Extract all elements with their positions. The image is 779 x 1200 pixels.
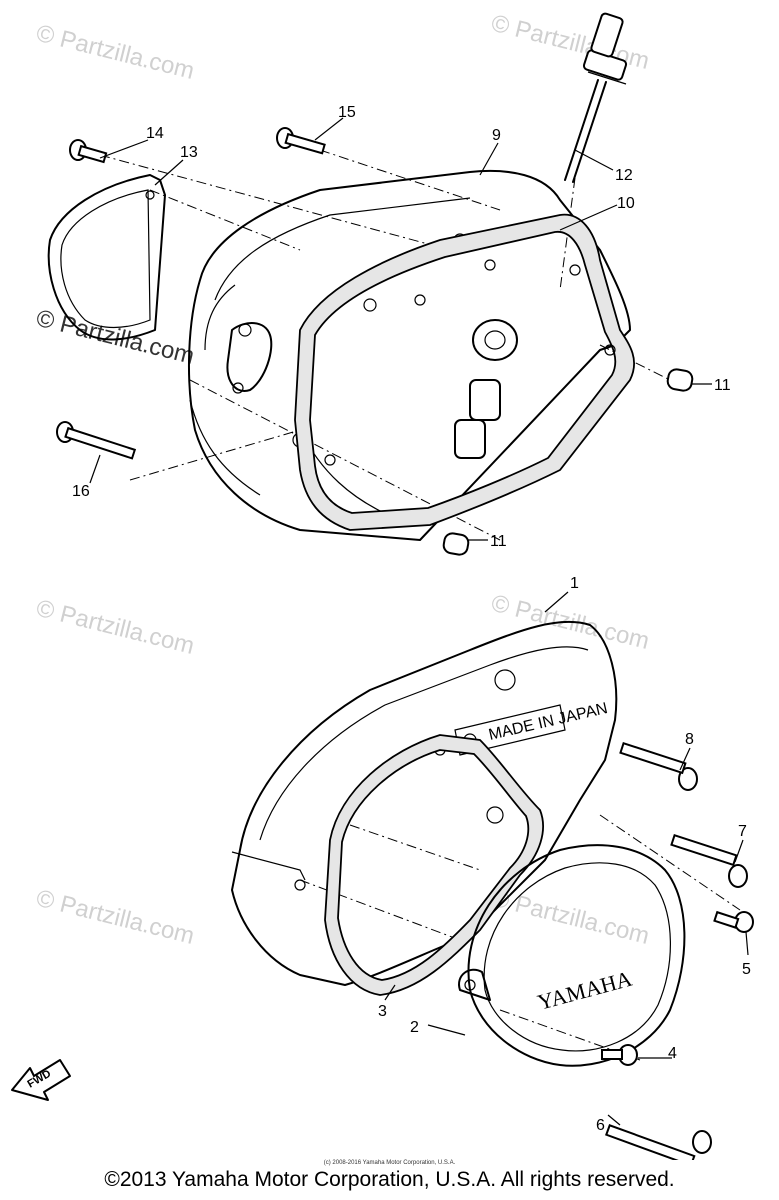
callout-8: 8 [685,731,694,748]
callout-6: 6 [596,1117,605,1134]
screw-15 [276,127,326,155]
gasket-10 [294,213,635,531]
callout-16: 16 [72,483,90,500]
screw-4 [601,1044,638,1066]
callout-7: 7 [738,823,747,840]
bolt-8 [619,741,698,791]
watermark: © Partzilla.com [34,595,197,660]
callout-12: 12 [615,167,633,184]
callout-14: 14 [146,125,164,142]
crankcase-cover-1: MADE IN JAPAN [231,620,618,986]
exploded-parts-diagram: © Partzilla.com © Partzilla.com © Partzi… [11,10,754,1160]
callouts: 14 13 15 9 10 12 11 11 16 1 8 7 5 4 6 2 [72,104,751,1134]
screw-5 [713,910,754,933]
callout-11: 11 [714,377,731,394]
gasket-3 [324,734,544,996]
alignment-lines-lower [299,814,741,1061]
watermark: © Partzilla.com [34,885,197,950]
callout-10: 10 [617,195,635,212]
watermark: © Partzilla.com [34,20,197,85]
bolt-16 [56,421,137,460]
callout-4: 4 [668,1045,677,1062]
callout-15: 15 [338,104,356,121]
callout-11: 11 [490,533,507,550]
cover-2: YAMAHA [458,844,686,1067]
fwd-arrow: FWD [11,1059,71,1101]
callout-9: 9 [492,127,501,144]
callout-5: 5 [742,961,751,978]
made-in-japan-label: MADE IN JAPAN [487,700,609,744]
dowel-pins-11 [442,368,694,556]
screw-14 [69,139,108,164]
yamaha-logo: YAMAHA [535,966,635,1015]
watermark: © Partzilla.com [34,305,197,370]
bolt-7 [670,833,748,888]
small-print: (c) 2008-2016 Yamaha Motor Corporation, … [323,1160,456,1166]
callout-1: 1 [570,575,579,592]
callout-13: 13 [180,144,198,161]
watermark: © Partzilla.com [489,885,652,950]
callout-3: 3 [378,1003,387,1020]
oil-dipstick-12 [564,12,628,183]
cover-13 [47,174,166,341]
bolt-6 [605,1124,712,1160]
callout-2: 2 [410,1019,419,1036]
alignment-lines-upper [99,149,671,541]
copyright-notice: ©2013 Yamaha Motor Corporation, U.S.A. A… [104,1168,675,1191]
watermark: © Partzilla.com [489,10,652,75]
fwd-label: FWD [26,1068,54,1091]
